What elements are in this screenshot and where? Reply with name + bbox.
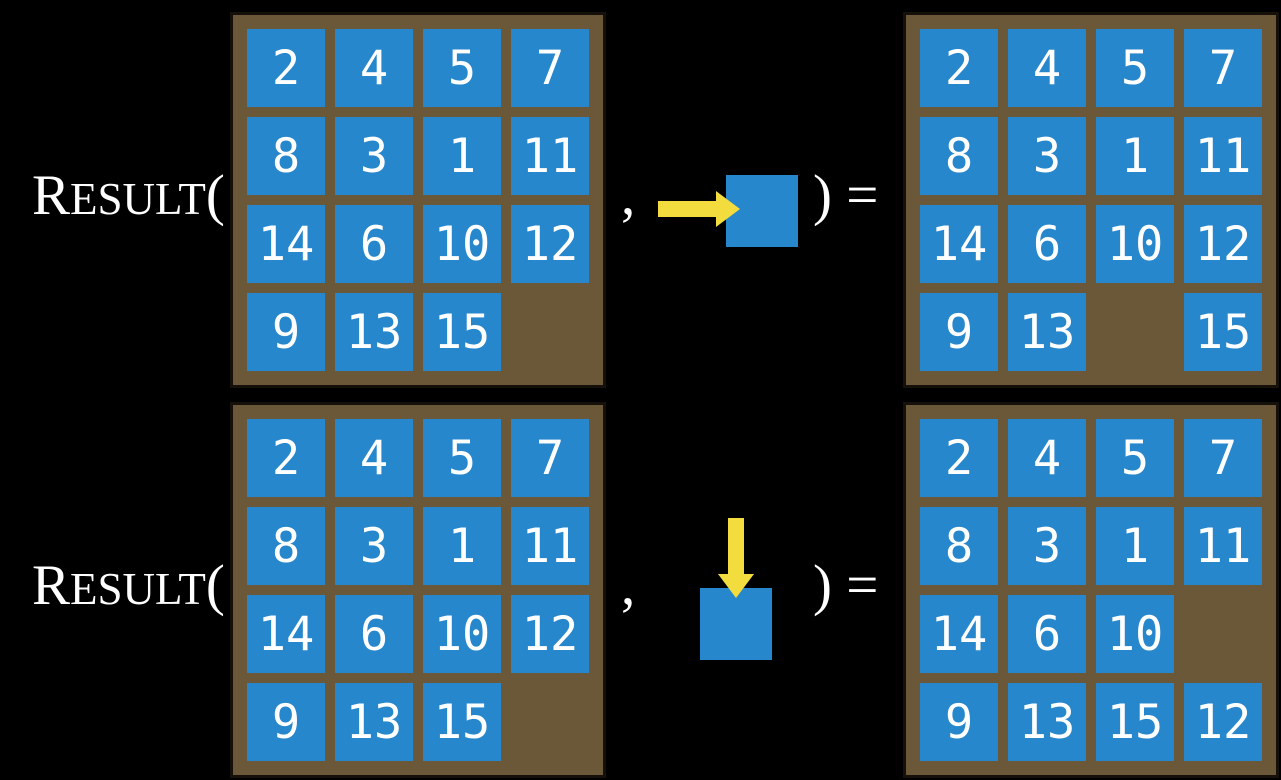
puzzle-tile-1: 1 <box>423 507 501 585</box>
puzzle-tile-7: 7 <box>511 29 589 107</box>
puzzle-tile-5: 5 <box>423 29 501 107</box>
puzzle-tile-9: 9 <box>247 683 325 761</box>
puzzle-tile-9: 9 <box>920 683 998 761</box>
puzzle-tile-8: 8 <box>247 117 325 195</box>
puzzle-tile-4: 4 <box>1008 29 1086 107</box>
puzzle-tile-11: 11 <box>511 507 589 585</box>
puzzle-tile-2: 2 <box>920 29 998 107</box>
puzzle-tile-12: 12 <box>511 595 589 673</box>
puzzle-tile-11: 11 <box>511 117 589 195</box>
blank-tile-square <box>700 588 772 660</box>
puzzle-tile-6: 6 <box>335 595 413 673</box>
puzzle-tile-11: 11 <box>1184 507 1262 585</box>
comma-separator: , <box>621 554 636 617</box>
puzzle-tile-10: 10 <box>423 595 501 673</box>
puzzle-tile-14: 14 <box>920 595 998 673</box>
puzzle-tile-8: 8 <box>247 507 325 585</box>
result-function-label: RESULT( <box>32 557 225 614</box>
open-paren: ( <box>205 554 225 617</box>
puzzle-tile-10: 10 <box>423 205 501 283</box>
puzzle-tile-8: 8 <box>920 507 998 585</box>
puzzle-tile-7: 7 <box>511 419 589 497</box>
puzzle-tile-4: 4 <box>335 29 413 107</box>
puzzle-tile-2: 2 <box>920 419 998 497</box>
puzzle-tile-11: 11 <box>1184 117 1262 195</box>
puzzle-tile-1: 1 <box>423 117 501 195</box>
puzzle-tile-8: 8 <box>920 117 998 195</box>
puzzle-tile-3: 3 <box>335 117 413 195</box>
puzzle-tile-6: 6 <box>1008 205 1086 283</box>
puzzle-tile-15: 15 <box>1096 683 1174 761</box>
puzzle-tile-14: 14 <box>247 205 325 283</box>
puzzle-tile-12: 12 <box>1184 683 1262 761</box>
puzzle-tile-13: 13 <box>1008 293 1086 371</box>
puzzle-tile-9: 9 <box>247 293 325 371</box>
puzzle-tile-1: 1 <box>1096 507 1174 585</box>
empty-cell <box>511 293 589 371</box>
puzzle-tile-12: 12 <box>511 205 589 283</box>
puzzle-tile-14: 14 <box>920 205 998 283</box>
puzzle-tile-6: 6 <box>1008 595 1086 673</box>
function-name-smallcaps: ESULT <box>70 174 206 224</box>
puzzle-tile-4: 4 <box>335 419 413 497</box>
puzzle-tile-2: 2 <box>247 29 325 107</box>
empty-cell <box>1096 293 1174 371</box>
blank-tile-square <box>726 175 798 247</box>
close-paren-equals: ) = <box>813 554 879 617</box>
puzzle-tile-15: 15 <box>423 293 501 371</box>
puzzle-tile-10: 10 <box>1096 595 1174 673</box>
right-arrow-icon <box>658 191 740 227</box>
puzzle-tile-3: 3 <box>1008 117 1086 195</box>
puzzle-tile-14: 14 <box>247 595 325 673</box>
puzzle-tile-4: 4 <box>1008 419 1086 497</box>
puzzle-tile-13: 13 <box>335 683 413 761</box>
puzzle-tile-6: 6 <box>335 205 413 283</box>
puzzle-tile-15: 15 <box>423 683 501 761</box>
puzzle-tile-12: 12 <box>1184 205 1262 283</box>
function-name-capital: R <box>32 164 71 227</box>
function-name-smallcaps: ESULT <box>70 564 206 614</box>
puzzle-tile-7: 7 <box>1184 419 1262 497</box>
close-paren-equals: ) = <box>813 164 879 227</box>
puzzle-tile-3: 3 <box>335 507 413 585</box>
open-paren: ( <box>205 164 225 227</box>
puzzle-tile-13: 13 <box>335 293 413 371</box>
comma-separator: , <box>621 164 636 227</box>
puzzle-tile-1: 1 <box>1096 117 1174 195</box>
empty-cell <box>511 683 589 761</box>
empty-cell <box>1184 595 1262 673</box>
result-function-label: RESULT( <box>32 167 225 224</box>
puzzle-tile-5: 5 <box>1096 29 1174 107</box>
puzzle-tile-10: 10 <box>1096 205 1174 283</box>
puzzle-tile-7: 7 <box>1184 29 1262 107</box>
puzzle-tile-3: 3 <box>1008 507 1086 585</box>
puzzle-tile-5: 5 <box>1096 419 1174 497</box>
down-arrow-icon <box>718 518 754 598</box>
puzzle-tile-5: 5 <box>423 419 501 497</box>
puzzle-tile-13: 13 <box>1008 683 1086 761</box>
puzzle-tile-15: 15 <box>1184 293 1262 371</box>
function-name-capital: R <box>32 554 71 617</box>
puzzle-tile-9: 9 <box>920 293 998 371</box>
puzzle-tile-2: 2 <box>247 419 325 497</box>
